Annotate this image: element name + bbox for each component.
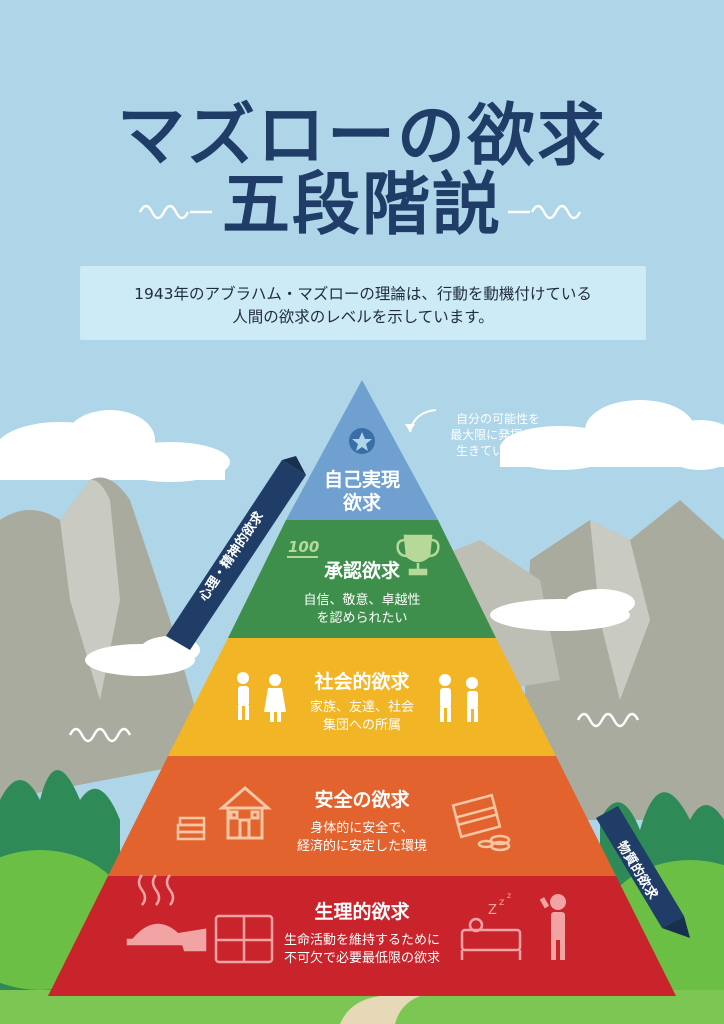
svg-text:Z: Z [488,903,497,918]
level-physiological-desc: 生命活動を維持するために 不可欠で必要最低限の欲求 [262,932,462,967]
sleeping-bed-icon: Z z z [460,891,522,960]
pyramid-level-social [168,638,556,756]
note-line3: 生きていきたい [455,444,540,459]
level-esteem-desc: 自信、敬意、卓越性 を認められたい [262,592,462,627]
pyramid-level-safety [108,756,616,876]
level-self-actualization-title-line2: 欲求 [342,491,381,514]
person-drinking-icon [539,894,566,960]
page-title-line2: 五段階説 [221,166,502,245]
level-physiological-title: 生理的欲求 [314,901,410,923]
level-esteem-desc-line1: 自信、敬意、卓越性 [303,593,421,608]
trophy-icon [396,534,440,576]
squiggle-decoration-right-lower [576,712,640,728]
cloud-mid-right [490,589,635,631]
intro-text-line1: 1943年のアブラハム・マズローの理論は、行動を動機付けている [134,285,592,303]
intro-box [80,266,646,340]
cloud-left [0,410,230,482]
squiggle-decoration-left-lower [68,727,132,743]
level-social-desc-line2: 集団への所属 [322,717,401,733]
note-line1: 自分の可能性を [455,412,540,426]
money-coins-icon [451,793,511,852]
people-talking-icon [439,674,478,722]
level-safety-desc: 身体的に安全で、 経済的に安定した環境 [262,820,462,855]
squiggle-decoration-right [508,204,582,220]
people-arguing-icon [237,672,286,722]
path [340,996,420,1024]
money-stack-left-icon [176,816,206,841]
mountain-left-highlight [60,479,120,700]
star-icon [349,428,375,454]
level-esteem-desc-line2: を認められたい [316,610,408,626]
score-100-icon: 100 [287,538,319,558]
svg-text:z: z [507,891,511,900]
bento-box-icon [214,914,274,964]
note-arrow-head-icon [405,424,415,432]
mental-needs-ribbon [166,456,306,650]
self-actualization-note: 自分の可能性を 最大限に発揮して 生きていきたい [430,411,566,460]
svg-text:100: 100 [288,538,319,556]
intro-text-line2: 人間の欲求のレベルを示しています。 [232,308,494,326]
level-social-desc-line1: 家族、友達、社会 [309,700,414,715]
level-esteem-title: 承認欲求 [323,560,400,582]
page-title-line1: マズローの欲求 [116,97,607,176]
note-line2: 最大限に発揮して [450,428,546,443]
squiggle-decoration-left [138,204,212,220]
level-safety-desc-line2: 経済的に安定した環境 [296,838,427,854]
level-physiological-desc-line1: 生命活動を維持するために [283,933,440,948]
svg-text:z: z [499,897,504,908]
level-physiological-desc-line2: 不可欠で必要最低限の欲求 [283,950,440,966]
house-icon [217,786,273,840]
level-self-actualization-title-line1: 自己実現 [323,469,400,491]
pyramid-level-physiological [48,876,676,996]
hot-dish-icon [126,874,207,952]
level-social-title: 社会的欲求 [314,671,410,693]
level-social-desc: 家族、友達、社会 集団への所属 [282,699,442,734]
level-safety-desc-line1: 身体的に安全で、 [310,821,414,836]
cloud-right [500,400,724,470]
level-safety-title: 安全の欲求 [314,789,410,811]
level-self-actualization-title: 自己実現 欲求 [302,469,422,515]
physical-needs-ribbon [596,806,690,938]
